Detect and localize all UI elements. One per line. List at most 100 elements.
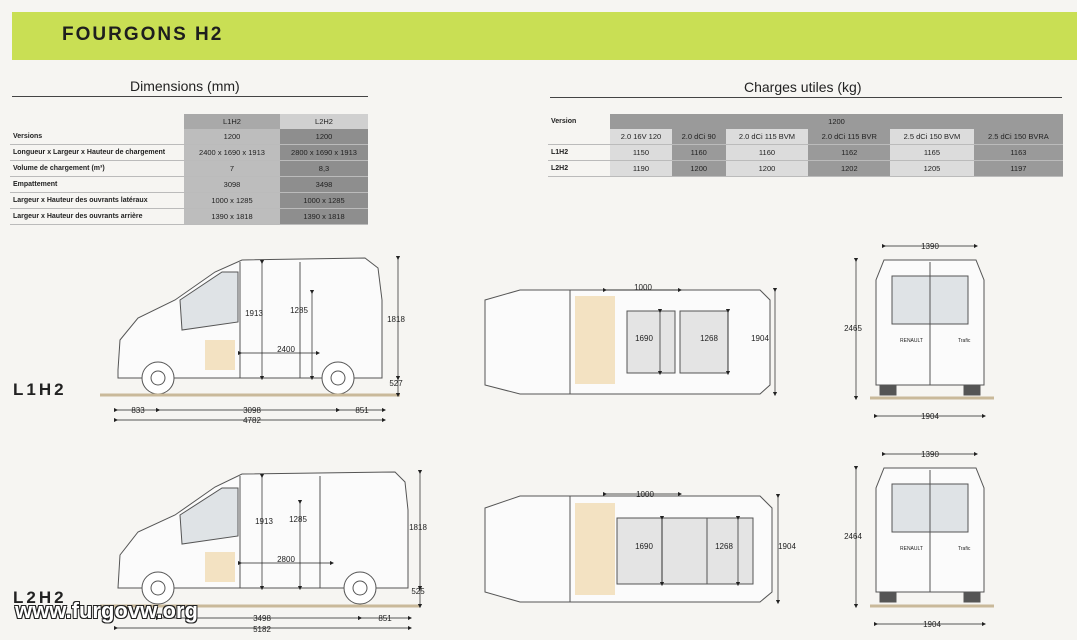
table-row: L1H2 L2H2 [10,114,368,129]
dim-label: 527 [389,379,403,388]
model-badge: Trafic [958,546,971,552]
dim-label: 1904 [778,542,796,551]
l1h2-top-labels: 1000 1690 1268 1904 [634,283,769,343]
l2h2-side-view [100,471,420,608]
dim-label: 1818 [409,523,427,532]
cell: 1162 [808,144,891,161]
charges-table: Version 1200 2.0 16V 120 2.0 dCi 90 2.0 … [548,114,1063,177]
brand-badge: RENAULT [900,546,923,552]
cell: 7 [184,160,280,177]
l1h2-rear-dims [853,243,987,419]
dim-label: 851 [378,614,392,623]
engine-header: 2.0 16V 120 [610,129,672,145]
dim-label: 833 [131,406,145,415]
l2h2-side-dims [113,469,423,631]
cell: 1200 [184,129,280,145]
dim-label: 3498 [253,614,271,623]
table-row: Empattement 3098 3498 [10,176,368,193]
cell: 3098 [184,176,280,193]
dim-label: 1285 [290,306,308,315]
col-header-l1h2: L1H2 [184,114,280,129]
watermark: www.furgovw.org [15,598,198,623]
table-row: Version 1200 [548,114,1063,129]
row-label: Volume de chargement (m³) [10,160,184,177]
dim-label: 851 [355,406,369,415]
dim-label: 3098 [243,406,261,415]
l1h2-top-view [484,289,771,395]
dim-label: 1268 [715,542,733,551]
dim-label: 1000 [634,283,652,292]
row-label: L2H2 [548,160,610,177]
row-label: L1H2 [548,144,610,161]
row-label: Largeur x Hauteur des ouvrants latéraux [10,192,184,209]
table-row: Largeur x Hauteur des ouvrants latéraux … [10,192,368,209]
cell: 1202 [808,160,891,177]
dim-label: 1390 [921,242,939,251]
dim-label: 1904 [751,334,769,343]
dimensions-title: Dimensions (mm) [130,78,240,94]
row-label: Longueur x Largeur x Hauteur de chargeme… [10,144,184,161]
row-label: Empattement [10,176,184,193]
brand-badge: RENAULT [900,338,923,344]
cell: 1390 x 1818 [280,208,368,225]
engine-header: 2.5 dCi 150 BVM [890,129,974,145]
engine-header: 2.5 dCi 150 BVRA [973,129,1063,145]
l2h2-rear-dims [853,451,987,627]
charges-title: Charges utiles (kg) [744,79,862,95]
dim-label: 1390 [921,450,939,459]
col-header-l2h2: L2H2 [280,114,368,129]
charges-rule [550,97,1062,98]
cell: 1160 [725,144,809,161]
cell: 1190 [610,160,672,177]
dim-label: 1904 [921,412,939,421]
table-row: L2H2 1190 1200 1200 1202 1205 1197 [548,160,1063,177]
cell: 3498 [280,176,368,193]
table-row: Longueur x Largeur x Hauteur de chargeme… [10,144,368,161]
dim-label: 5182 [253,625,271,634]
l2h2-top-dims [602,491,781,605]
dim-label: 4782 [243,416,261,425]
dimensions-table: L1H2 L2H2 Versions 1200 1200 Longueur x … [10,114,368,225]
cell: 1000 x 1285 [280,192,368,209]
dim-label: 2464 [844,532,862,541]
engine-header: 2.0 dCi 115 BVR [808,129,891,145]
row-label: Versions [10,129,184,145]
dimensions-rule [12,96,368,97]
cell: 1000 x 1285 [184,192,280,209]
dim-label: 1690 [635,334,653,343]
dim-label: 1904 [923,620,941,629]
cell: 1200 [725,160,809,177]
l2h2-rear-view [870,467,994,608]
engine-header: 2.0 dCi 90 [671,129,726,145]
l2h2-top-view [484,495,773,603]
dim-label: 1690 [635,542,653,551]
l2h2-label: L2H2 [13,588,67,607]
l2h2-top-labels: 1000 1690 1268 1904 [635,490,796,551]
dim-label: 1913 [245,309,263,318]
version-value: 1200 [610,114,1063,129]
table-row: Volume de chargement (m³) 7 8,3 [10,160,368,177]
cell: 1165 [890,144,974,161]
page-title: FOURGONS H2 [62,24,224,45]
cell: 1200 [280,129,368,145]
l2h2-rear-labels: 1390 2464 1904 RENAULT Trafic [844,450,971,629]
cell: 1163 [973,144,1063,161]
dim-label: 1268 [700,334,718,343]
cell: 1150 [610,144,672,161]
l1h2-side-labels: 1913 1285 1818 2400 527 833 3098 851 478… [131,306,405,425]
cell: 1197 [973,160,1063,177]
version-label: Version [551,118,577,125]
cell: 1205 [890,160,974,177]
header-banner: FOURGONS H2 [12,12,1077,60]
row-label: Largeur x Hauteur des ouvrants arrière [10,208,184,225]
dim-label: 525 [411,587,425,596]
cell: 8,3 [280,160,368,177]
dim-label: 1285 [289,515,307,524]
l1h2-side-view [100,257,400,397]
cell: 2400 x 1690 x 1913 [184,144,280,161]
cell: 2800 x 1690 x 1913 [280,144,368,161]
cell: 1160 [671,144,726,161]
l2h2-side-labels: 1913 1285 1818 2800 525 3498 851 5182 [253,515,427,634]
table-row: 2.0 16V 120 2.0 dCi 90 2.0 dCi 115 BVM 2… [548,129,1063,145]
